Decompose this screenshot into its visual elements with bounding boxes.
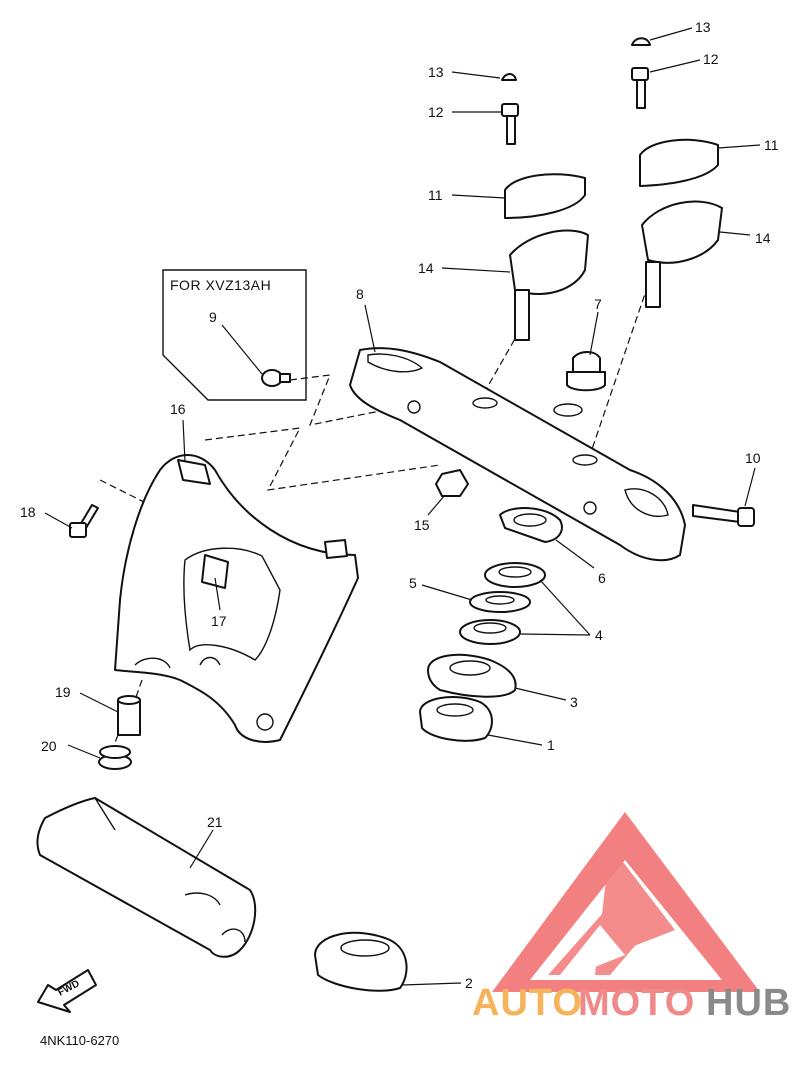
- watermark-text-moto: MOTO: [578, 982, 695, 1024]
- callout-13-right: 13: [695, 19, 711, 35]
- callout-13-left: 13: [428, 64, 444, 80]
- callout-21: 21: [207, 814, 223, 830]
- fwd-arrow-icon: FWD: [37, 969, 97, 1013]
- callout-11-left: 11: [428, 187, 443, 203]
- callout-12-right: 12: [703, 51, 719, 67]
- leader-lines: [44, 27, 761, 986]
- callout-3: 3: [570, 694, 578, 710]
- seal-2: [314, 931, 408, 992]
- callout-8: 8: [356, 286, 364, 302]
- callout-19: 19: [55, 684, 71, 700]
- callout-15: 15: [414, 517, 430, 533]
- bearing-cover-3: [427, 653, 517, 698]
- callout-12-left: 12: [428, 104, 444, 120]
- callout-5: 5: [409, 575, 417, 591]
- watermark-text-hub: HUB: [706, 982, 791, 1024]
- washer-6: [499, 507, 563, 543]
- bearing-1: [419, 696, 493, 742]
- upper-bracket-8: [349, 347, 686, 562]
- callout-18: 18: [20, 504, 36, 520]
- watermark-text: AUTO MOTO HUB: [472, 982, 791, 1024]
- ring-nut-4-lower: [459, 619, 521, 645]
- callout-10: 10: [745, 450, 761, 466]
- watermark-text-auto: AUTO: [472, 982, 583, 1024]
- callout-16: 16: [170, 401, 186, 417]
- diagram-code: 4NK110-6270: [40, 1033, 119, 1048]
- callouts: 13 12 11 14 13 12 11 14 8 7 9 10 15 6 5 …: [20, 19, 779, 991]
- cover-16: [114, 454, 359, 743]
- callout-4: 4: [595, 627, 603, 643]
- variant-box: FOR XVZ13AH: [162, 269, 307, 401]
- callout-6: 6: [598, 570, 606, 586]
- callout-1: 1: [547, 737, 555, 753]
- callout-7: 7: [594, 296, 602, 312]
- watermark-logo: [492, 812, 760, 992]
- nut-7: [566, 351, 606, 392]
- callout-14-left: 14: [418, 260, 434, 276]
- collar-19: [117, 695, 141, 736]
- callout-9: 9: [209, 309, 217, 325]
- callout-17: 17: [211, 613, 227, 629]
- handlebar-holder-left: [501, 73, 589, 341]
- grommet-20: [98, 745, 132, 770]
- callout-11-right: 11: [764, 137, 779, 153]
- callout-2: 2: [465, 975, 473, 991]
- callout-14-right: 14: [755, 230, 771, 246]
- nut-15: [435, 469, 469, 497]
- bolt-10: [692, 504, 755, 527]
- ring-nut-4-upper: [484, 562, 546, 588]
- bolt-18: [69, 504, 99, 538]
- callout-20: 20: [41, 738, 57, 754]
- cover-21: [36, 797, 257, 958]
- variant-box-label: FOR XVZ13AH: [170, 277, 271, 293]
- handlebar-holder-right: [631, 37, 723, 308]
- washer-5: [469, 591, 531, 613]
